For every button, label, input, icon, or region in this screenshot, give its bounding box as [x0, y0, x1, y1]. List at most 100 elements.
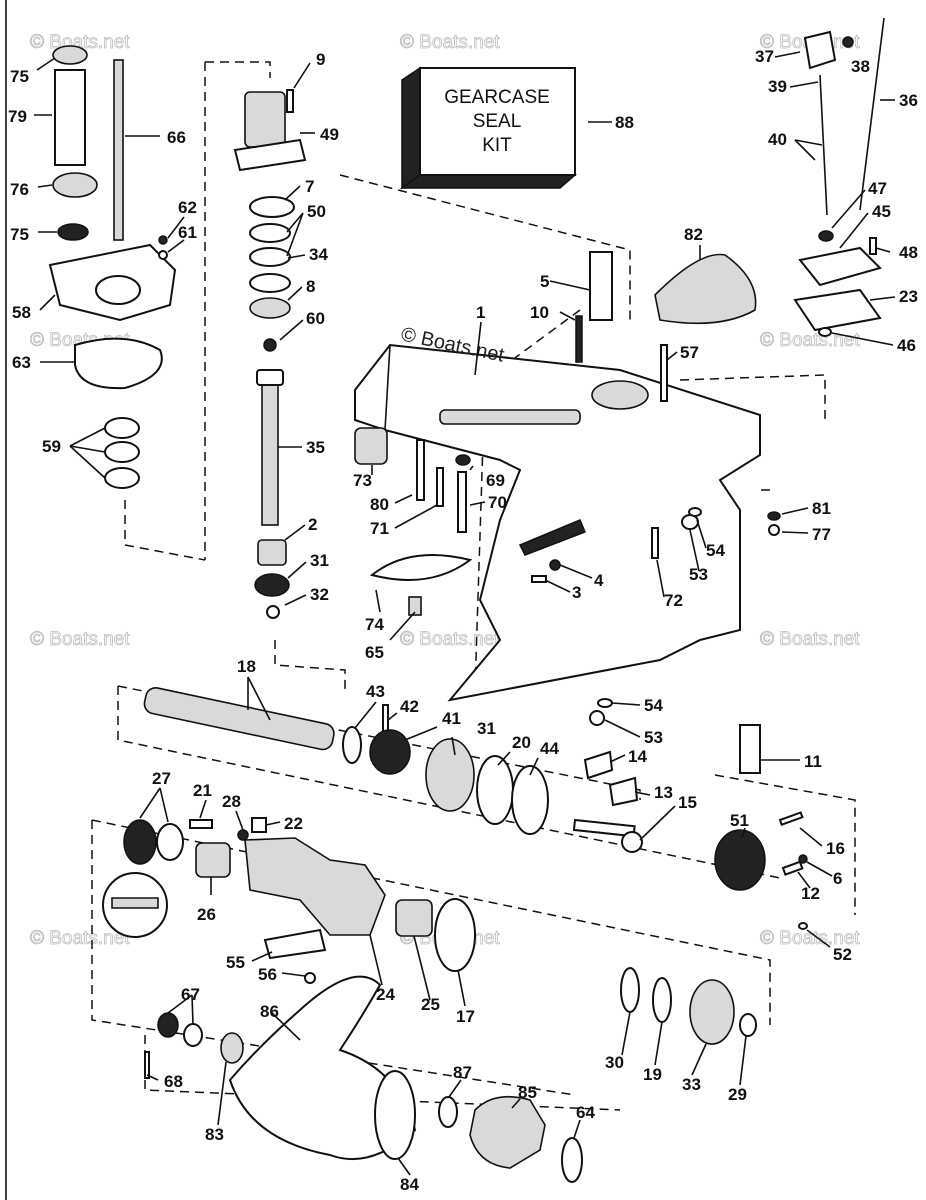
callout-label: 64	[576, 1103, 595, 1122]
detent-14	[583, 750, 614, 780]
seal-27a	[123, 819, 157, 865]
ball-6	[798, 854, 808, 864]
callout-label: 80	[370, 495, 389, 514]
gear-33	[689, 979, 735, 1045]
shim-34	[249, 247, 291, 267]
washer-81	[767, 511, 781, 521]
washer-54	[688, 507, 702, 517]
callout-label: 5	[540, 272, 549, 291]
propshaft-assembly	[143, 687, 761, 853]
callout-label: 15	[678, 793, 697, 812]
callout-label: 44	[540, 739, 559, 758]
watermark: © Boats.net	[400, 629, 500, 650]
dashed-guide	[117, 685, 781, 879]
callout-label: 49	[320, 125, 339, 144]
callout-label: 25	[421, 995, 440, 1014]
callout-label: 33	[682, 1075, 701, 1094]
washer-61	[158, 250, 168, 260]
seal-5	[589, 251, 613, 321]
callout-label: 18	[237, 657, 256, 676]
o-ring-59	[104, 441, 140, 463]
callout-label: 19	[643, 1065, 662, 1084]
housing-edge	[384, 344, 391, 431]
callout-label: 60	[306, 309, 325, 328]
callout-label: 27	[152, 769, 171, 788]
callout-label: 12	[801, 884, 820, 903]
spacer-87	[438, 1096, 458, 1128]
callout-label: 59	[42, 437, 61, 456]
callout-label: 2	[308, 515, 317, 534]
o-ring-59	[104, 467, 140, 489]
pin-68	[144, 1051, 150, 1079]
callout-label: 34	[309, 245, 328, 264]
seal-76	[52, 172, 98, 198]
driveshaft-66	[113, 59, 124, 241]
gearcase-body	[354, 343, 761, 702]
trim-tab-74	[369, 554, 473, 581]
screw-65	[408, 596, 422, 616]
dashed-guide	[91, 819, 771, 1096]
seal-46	[818, 327, 832, 337]
dashed-guide	[124, 61, 271, 561]
callout-label: 24	[376, 985, 395, 1004]
ball-28	[237, 829, 249, 841]
callout-label: 11	[804, 752, 822, 771]
ring-43	[342, 726, 362, 764]
callout-label: 14	[628, 747, 647, 766]
anode-73	[354, 427, 388, 465]
callout-label: 21	[193, 781, 212, 800]
propeller-assembly	[144, 967, 757, 1183]
callout-label: 28	[222, 792, 241, 811]
pinion-31	[254, 573, 290, 597]
watermark: © Boats.net	[30, 32, 130, 53]
screw-80	[416, 439, 425, 501]
callout-label: 61	[178, 223, 197, 242]
screw-56	[304, 972, 316, 984]
callout-label: 23	[899, 287, 918, 306]
callout-label: 84	[400, 1175, 419, 1194]
washer-54b	[597, 698, 613, 708]
gasket-63	[74, 337, 163, 390]
callout-label: 79	[8, 107, 27, 126]
callout-label: 57	[680, 343, 699, 362]
callout-label: 40	[768, 130, 787, 149]
dashed-guide	[679, 374, 826, 491]
housing-bore	[95, 275, 141, 305]
bearing-carrier-assembly	[102, 811, 808, 984]
kit-line-3: KIT	[482, 135, 512, 156]
screw-77	[768, 524, 780, 536]
callout-label: 31	[310, 551, 329, 570]
cover-45	[798, 246, 882, 287]
shift-rod-40	[819, 74, 828, 216]
callout-label: 31	[477, 719, 496, 738]
callout-label: 62	[178, 198, 197, 217]
callout-label: 35	[306, 438, 325, 457]
cover-82	[654, 253, 757, 325]
callout-label: 65	[365, 643, 384, 662]
washer-67b	[183, 1023, 203, 1047]
shift-assembly	[354, 30, 882, 726]
gasket-23	[793, 288, 882, 332]
gearcase-housing	[354, 343, 761, 702]
frame-right-line	[859, 17, 885, 211]
callout-label: 87	[453, 1063, 472, 1082]
screw-9	[286, 89, 294, 113]
shaft-35	[261, 374, 279, 526]
bearing-carrier-24	[244, 837, 386, 936]
propeller-hub-84	[374, 1070, 416, 1160]
callout-label: 7	[305, 177, 314, 196]
housing-flange	[233, 138, 307, 172]
pinion-column	[233, 89, 307, 619]
watermark: © Boats.net	[400, 32, 500, 53]
callout-label: 72	[664, 591, 683, 610]
callout-label: 50	[307, 202, 326, 221]
washer-8a	[249, 273, 291, 293]
callout-label: 46	[897, 336, 916, 355]
o-ring-17	[434, 898, 476, 972]
shim-20	[476, 755, 514, 825]
callout-label: 74	[365, 615, 384, 634]
callout-label: 30	[605, 1053, 624, 1072]
leader-lines	[34, 51, 896, 1176]
callout-label: 55	[226, 953, 245, 972]
